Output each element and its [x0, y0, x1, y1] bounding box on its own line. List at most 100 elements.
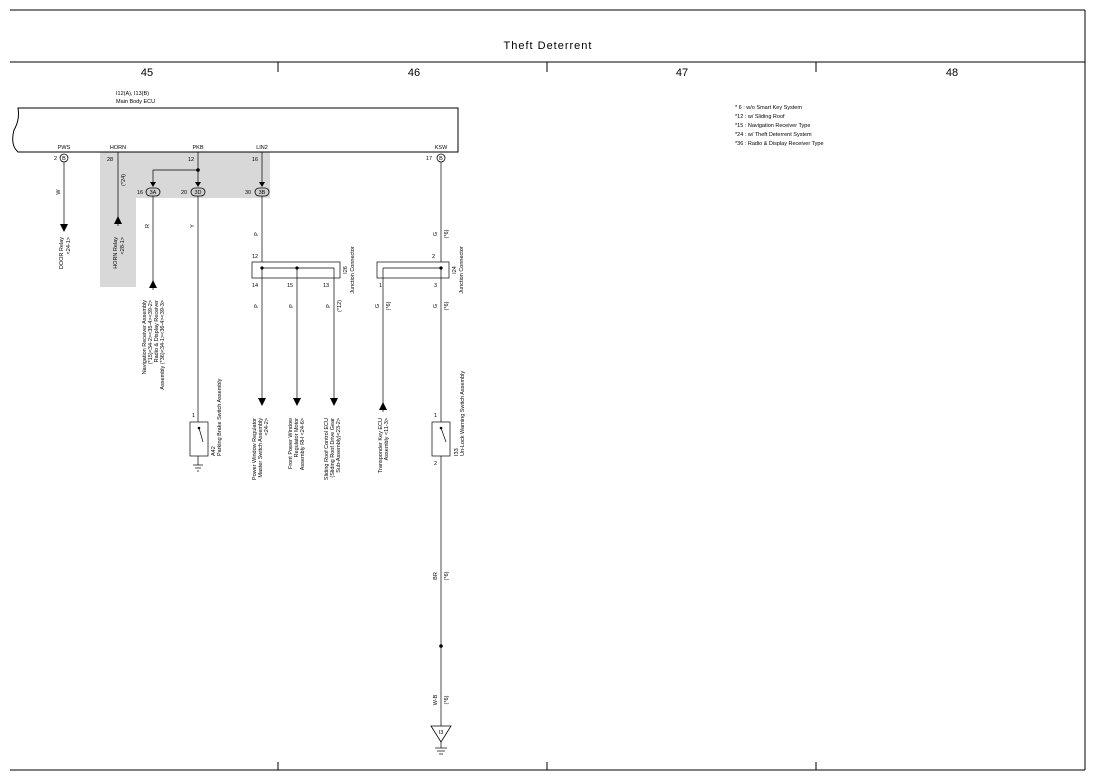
column-number: 47	[676, 67, 688, 79]
junction-name: Junction Connector	[350, 246, 356, 294]
component-ref: Sub-Assembly)<23-2>	[336, 418, 342, 473]
pin-number: 1	[379, 283, 382, 289]
legend-item: * 6 : w/o Smart Key System	[735, 105, 802, 111]
connector-id: 3B	[259, 190, 266, 196]
wire-color: W	[56, 189, 62, 195]
component-name: DOOR Relay	[59, 237, 65, 269]
junction-connector-i26	[251, 261, 341, 279]
option-note: (*6)	[444, 571, 450, 580]
legend-item: *24 : w/ Theft Deterrent System	[735, 132, 812, 138]
ecu-box	[12, 107, 459, 153]
arrow	[259, 182, 265, 187]
component-name: Navigation Receiver Assembly	[142, 300, 148, 375]
component-name: Transponder Key ECU	[378, 418, 384, 473]
component-ref: Assembly RH <24-6>	[300, 418, 306, 470]
terminal-name: PWS	[58, 145, 71, 151]
circuit-ksw: 17 B G (*6) 2 I24 Junction Connector 1 3…	[375, 153, 466, 755]
wire-color: R	[145, 224, 151, 228]
switch-blade	[198, 427, 204, 443]
wire-color: P	[289, 304, 295, 308]
wire-color: G	[433, 304, 439, 308]
wire-color: W-B	[433, 694, 439, 705]
column-number: 45	[141, 67, 153, 79]
arrow	[258, 398, 266, 406]
component-name: Radio & Display Receiver	[154, 300, 160, 363]
component-ref: Assembly (*36)<34-1><36-4><39-3>	[160, 300, 166, 390]
terminal-name: PKB	[192, 145, 203, 151]
circuit-pws: 2 B W DOOR Relay <24-1>	[54, 153, 72, 269]
parking-brake-switch	[189, 421, 209, 457]
arrow	[149, 280, 157, 288]
arrow	[293, 398, 301, 406]
option-note: (*6)	[386, 301, 392, 310]
column-number: 46	[408, 67, 420, 79]
arrow	[150, 182, 156, 187]
option-note: (*6)	[444, 229, 450, 238]
component-ref: <24-1>	[66, 237, 72, 254]
page-title: Theft Deterrent	[504, 40, 593, 52]
component-name: (Sliding Roof Drive Gear	[330, 418, 336, 478]
legend-item: *12 : w/ Sliding Roof	[735, 114, 785, 120]
pin-number: 2	[432, 254, 435, 260]
connector-id: B	[62, 156, 66, 162]
option-note: (*12)	[337, 300, 343, 312]
component-name: Master Switch Assembly	[258, 418, 264, 478]
terminal-name: KSW	[435, 145, 448, 151]
pin-number: 2	[54, 156, 57, 162]
pin-number: 20	[181, 190, 187, 196]
component-code: A42	[211, 446, 217, 456]
junction-name: Junction Connector	[459, 246, 465, 294]
circuit-lin2: 16 30 3B P 12 I26 Junction Connector 14 …	[245, 152, 356, 480]
ecu-name: Main Body ECU	[116, 99, 155, 105]
component-name: Regulator Motor	[294, 418, 300, 458]
component-name: HORN Relay	[113, 237, 119, 269]
component-name: Front Power Window	[288, 418, 294, 469]
component-ref: <24-2>	[264, 418, 270, 435]
junction-code: I26	[343, 266, 349, 274]
splice	[439, 644, 443, 648]
pin-number: 3	[434, 283, 437, 289]
arrow	[379, 402, 387, 410]
ecu-code: I12(A), I13(B)	[116, 91, 149, 97]
wire-color: P	[326, 304, 332, 308]
option-note: (*6)	[444, 301, 450, 310]
connector-id: B	[439, 156, 443, 162]
component-ref: <28-1>	[120, 237, 126, 254]
ground-id: I3	[439, 730, 444, 736]
pin-number: 17	[426, 156, 432, 162]
component-code: I33	[454, 448, 460, 456]
option-note: (*6)	[444, 695, 450, 704]
legend-item: *15 : Navigation Receiver Type	[735, 123, 810, 129]
component-ref: (*15)<34-2><35-4><39-2>	[148, 300, 154, 364]
pin-number: 16	[252, 157, 258, 163]
pin-number: 12	[252, 254, 258, 260]
main-body-ecu: I12(A), I13(B) Main Body ECU PWS HORN PK…	[12, 91, 459, 153]
ground-point	[430, 725, 452, 743]
connector-id: 3A	[150, 190, 157, 196]
arrow	[330, 398, 338, 406]
pin-number: 12	[188, 157, 194, 163]
pin-number: 28	[107, 157, 113, 163]
component-name: Un-Lock Warning Switch Assembly	[460, 371, 466, 456]
component-name: Sliding Roof Control ECU	[324, 418, 330, 480]
switch-blade	[440, 427, 447, 443]
wire-color: G	[433, 232, 439, 236]
legend-item: *36 : Radio & Display Receiver Type	[735, 141, 824, 147]
pin-number: 30	[245, 190, 251, 196]
pin-number: 1	[434, 413, 437, 419]
column-number: 48	[946, 67, 958, 79]
component-ref: Assembly <11-3>	[384, 418, 390, 460]
terminal-name: HORN	[110, 145, 126, 151]
terminal-name: LIN2	[256, 145, 268, 151]
circuit-horn: 28 (*24) HORN Relay <28-1>	[107, 152, 127, 269]
circuit-pkb: 12 16 3A 20 3D R Navigation Receiver Ass…	[137, 152, 223, 472]
pin-number: 2	[434, 461, 437, 467]
wire-color: Y	[190, 224, 196, 228]
component-name: Power Window Regulator	[252, 418, 258, 480]
pin-number: 13	[323, 283, 329, 289]
pin-number: 14	[252, 283, 258, 289]
component-name: Parking Brake Switch Assembly	[217, 378, 223, 456]
arrow	[60, 224, 68, 232]
pin-number: 15	[287, 283, 293, 289]
junction-code: I24	[452, 266, 458, 274]
